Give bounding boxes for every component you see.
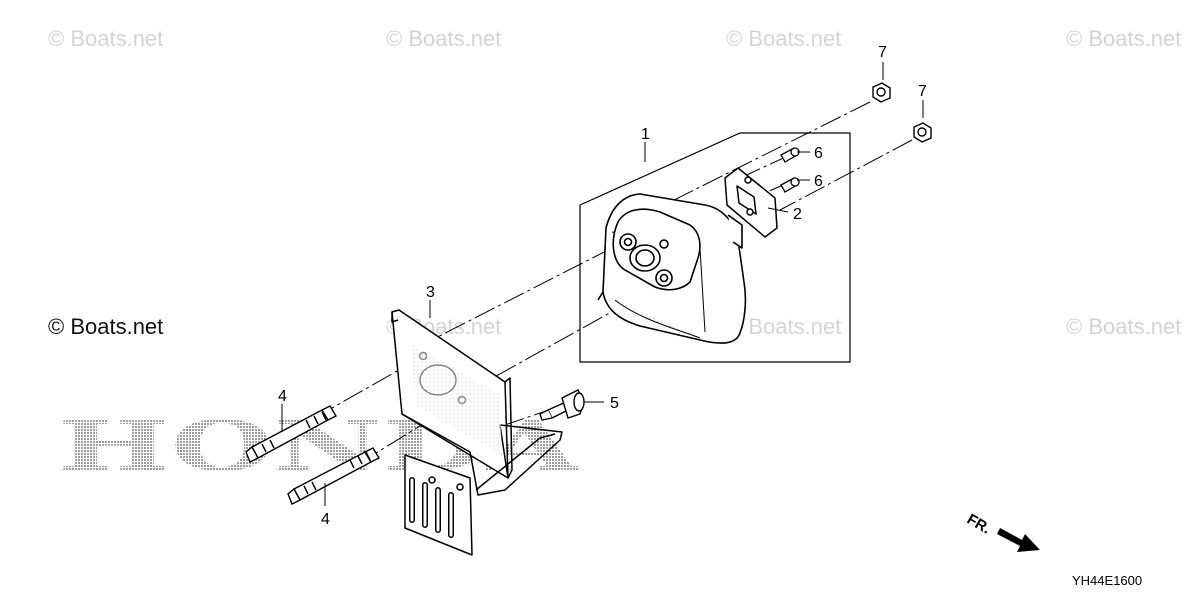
front-direction-indicator: FR. xyxy=(964,511,1040,552)
heat-protector xyxy=(391,309,563,556)
callout-5: 5 xyxy=(610,395,619,412)
stud-bolts xyxy=(245,405,380,505)
callout-7-upper: 7 xyxy=(878,44,887,61)
watermark: © Boats.net xyxy=(1066,314,1182,339)
callout-4-upper: 4 xyxy=(278,388,287,405)
arrow-right-icon xyxy=(997,528,1040,552)
callout-2: 2 xyxy=(793,206,802,223)
exhaust-gasket xyxy=(724,167,778,238)
watermark: © Boats.net xyxy=(1066,26,1182,51)
callout-leaders xyxy=(281,62,924,506)
front-label: FR. xyxy=(964,511,993,538)
watermark: © Boats.net xyxy=(726,26,842,51)
flange-bolt xyxy=(539,389,585,421)
diagram-code: YH44E1600 xyxy=(1072,573,1143,588)
callout-4-lower: 4 xyxy=(321,511,330,528)
watermark: © Boats.net xyxy=(48,314,164,339)
callout-3: 3 xyxy=(426,284,435,301)
callout-6-upper: 6 xyxy=(814,145,823,162)
callout-7-lower: 7 xyxy=(918,83,927,100)
muffler xyxy=(597,193,747,344)
flange-nuts xyxy=(872,82,932,143)
screws xyxy=(780,147,800,193)
watermark: © Boats.net xyxy=(726,314,842,339)
watermark: © Boats.net xyxy=(386,26,502,51)
callout-6-lower: 6 xyxy=(814,173,823,190)
assembly-outline xyxy=(579,132,851,363)
callout-1: 1 xyxy=(641,126,650,143)
watermark: © Boats.net xyxy=(48,26,164,51)
